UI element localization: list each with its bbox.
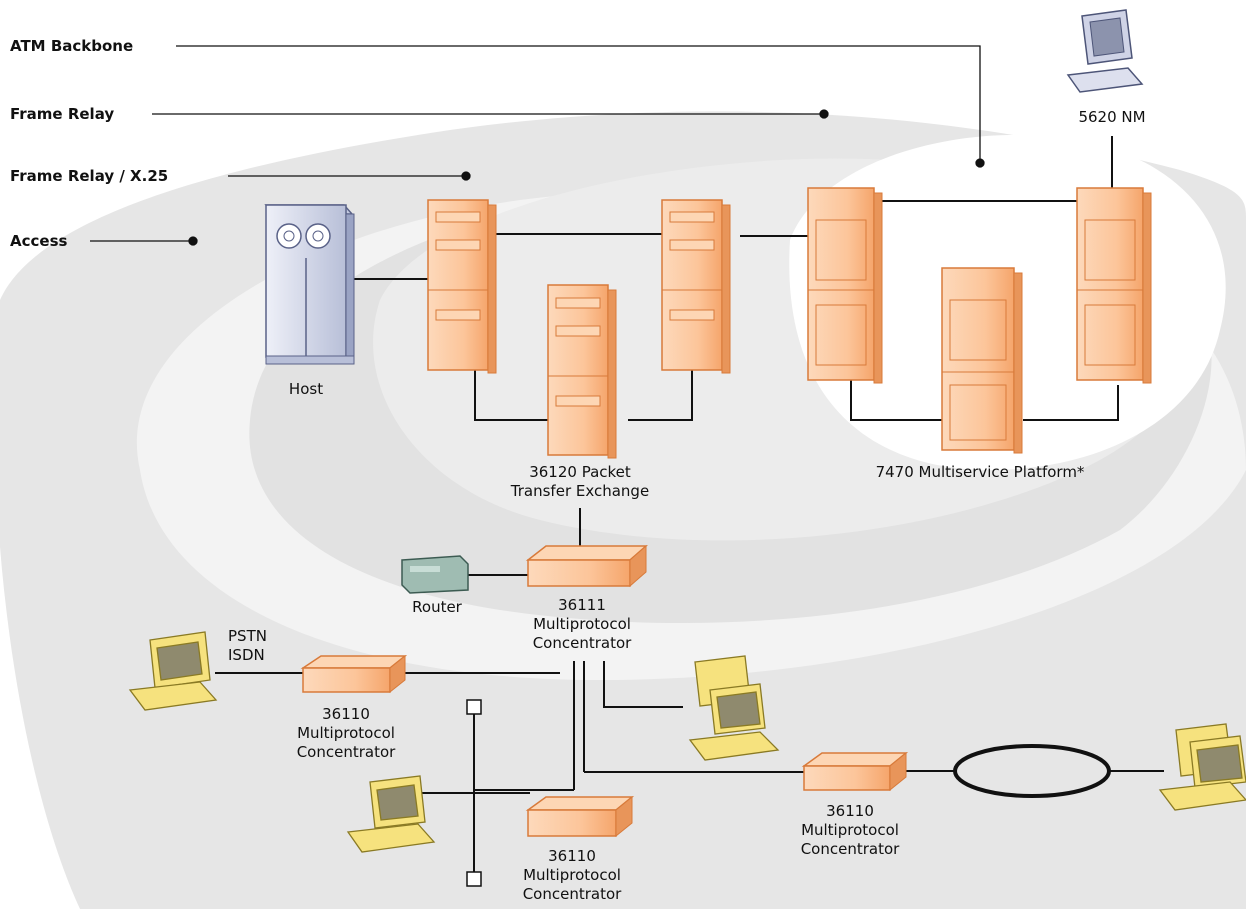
- pc-terminal-left-icon: [128, 631, 218, 711]
- pc-terminal-bottom-icon: [346, 775, 436, 853]
- packet-switch-rack-right: [661, 199, 731, 374]
- legend-frame-relay: Frame Relay: [10, 105, 115, 123]
- legend-access: Access: [10, 232, 68, 250]
- concentrator-36110-right-icon: [801, 751, 909, 792]
- pc-terminal-middle-icon: [688, 655, 780, 761]
- label-line: 36110: [548, 847, 596, 865]
- legend-frame-relay-x25: Frame Relay / X.25: [10, 167, 169, 185]
- label-36110-left-concentrator: 36110 Multiprotocol Concentrator: [276, 705, 416, 762]
- label-line: Multiprotocol: [297, 724, 395, 742]
- pc-terminal-right-icon: [1158, 723, 1246, 811]
- label-line: PSTN: [228, 627, 267, 645]
- connections: [215, 136, 1164, 875]
- label-line: 36110: [826, 802, 874, 820]
- bus-terminator-icon: [466, 871, 482, 887]
- packet-switch-rack-middle: [547, 284, 617, 459]
- label-line: ISDN: [228, 646, 265, 664]
- label-line: Concentrator: [522, 885, 622, 903]
- label-line: Concentrator: [800, 840, 900, 858]
- multiservice-platform-rack-center: [941, 267, 1023, 454]
- label-pstn-isdn: PSTN ISDN: [228, 627, 288, 665]
- bus-terminator-icon: [466, 699, 482, 715]
- label-36111-concentrator: 36111 Multiprotocol Concentrator: [512, 596, 652, 653]
- label-line: Multiprotocol: [801, 821, 899, 839]
- label-host: Host: [288, 380, 324, 398]
- label-36110-bottom-concentrator: 36110 Multiprotocol Concentrator: [502, 847, 642, 904]
- label-line: Concentrator: [296, 743, 396, 761]
- network-layer-rings: [0, 111, 1246, 909]
- label-line: Multiprotocol: [523, 866, 621, 884]
- label-line: 36110: [322, 705, 370, 723]
- label-36110-right-concentrator: 36110 Multiprotocol Concentrator: [780, 802, 920, 859]
- packet-switch-rack-left: [427, 199, 497, 374]
- label-line: Concentrator: [532, 634, 632, 652]
- multiservice-platform-rack-right: [1076, 187, 1152, 384]
- label-router: Router: [412, 598, 462, 616]
- label-line: 36120 Packet: [529, 463, 631, 481]
- label-5620-nm: 5620 NM: [1078, 108, 1146, 126]
- host-mainframe-icon: [264, 204, 355, 365]
- label-line: Transfer Exchange: [510, 482, 650, 500]
- legend-atm-backbone: ATM Backbone: [10, 37, 134, 55]
- label-line: Multiprotocol: [533, 615, 631, 633]
- label-packet-transfer-exchange: 36120 Packet Transfer Exchange: [490, 463, 670, 501]
- concentrator-36110-left-icon: [300, 654, 408, 694]
- network-manager-workstation-icon: [1066, 9, 1144, 93]
- token-ring-icon: [953, 744, 1111, 798]
- legend-leaders: [90, 45, 985, 246]
- label-7470-multiservice-platform: 7470 Multiservice Platform*: [875, 463, 1085, 481]
- multiservice-platform-rack-left: [807, 187, 883, 384]
- router-icon: [401, 555, 469, 594]
- concentrator-36111-icon: [525, 544, 648, 588]
- label-line: 36111: [558, 596, 606, 614]
- concentrator-36110-bottom-icon: [525, 795, 635, 838]
